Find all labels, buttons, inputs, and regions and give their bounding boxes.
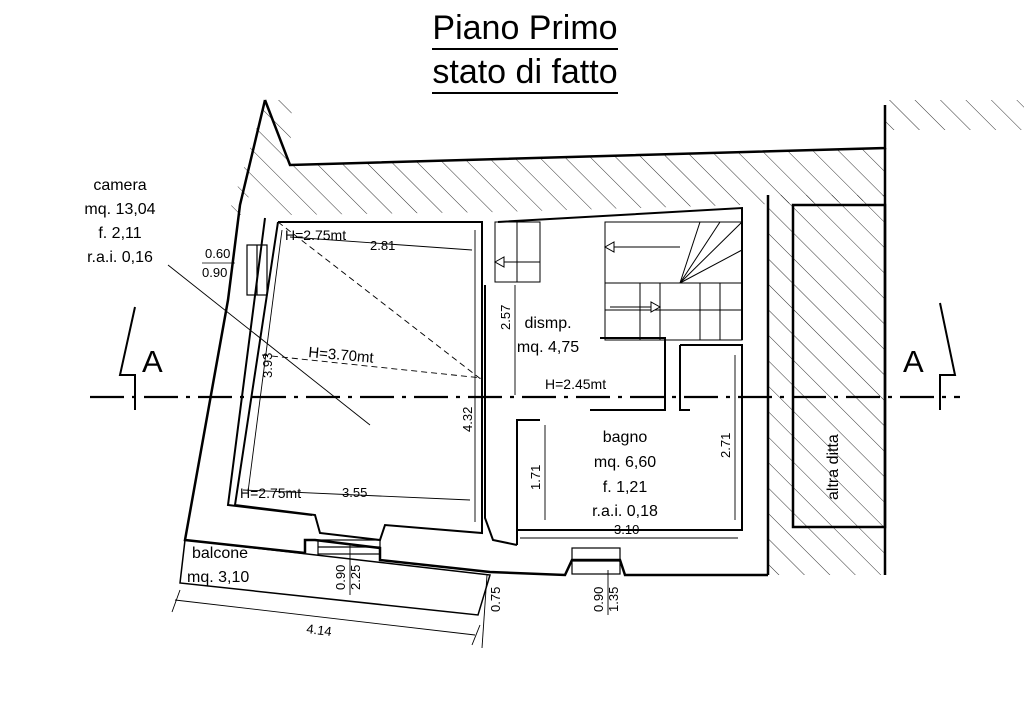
stair-diagonal — [679, 221, 701, 284]
camera-rai: r.a.i. 0,16 — [87, 249, 153, 266]
section-arrow-right — [939, 302, 957, 410]
stair-diagonal — [679, 221, 743, 284]
partition-door-stub — [679, 345, 690, 411]
section-marker-left — [118, 306, 136, 410]
leader-camera — [167, 264, 371, 426]
height-labels: H=2.75mt H=3.70mt H=2.75mt H=2.45mt — [240, 227, 606, 501]
bagno-name: bagno — [603, 429, 648, 446]
camera-name: camera — [93, 177, 146, 194]
stair-arrow-2 — [603, 241, 615, 253]
altra-ditta-label: altra ditta — [825, 434, 842, 500]
dim-door-camera-h: 2.25 — [348, 565, 363, 590]
bagno-area: mq. 6,60 — [594, 454, 656, 471]
openings — [246, 244, 621, 575]
bagno-rai: r.a.i. 0,18 — [592, 503, 658, 520]
dim-camera-left: 3.93 — [260, 353, 275, 378]
partition-stair-right — [590, 337, 666, 411]
dim-camera-right: 4.32 — [460, 407, 475, 432]
dimension-labels: 2.81 3.93 4.32 3.55 0.60 0.90 2.57 1.71 … — [202, 238, 733, 639]
dim-balcone-tick-l — [171, 589, 181, 613]
height-corridor: H=2.45mt — [545, 376, 606, 392]
dim-line-2-81 — [289, 236, 473, 251]
balcone-name: balcone — [192, 545, 248, 562]
staircase — [493, 221, 743, 341]
section-line: A A — [90, 302, 960, 410]
camera-wall-thick-left — [226, 217, 313, 516]
section-label-right: A — [903, 344, 924, 379]
dim-line-3-93 — [247, 229, 283, 493]
height-camera-center: H=3.70mt — [308, 344, 376, 367]
hatch-top-wall — [250, 148, 885, 215]
disimpegno-name: dismp. — [524, 315, 571, 332]
outer-wall-top — [263, 99, 887, 167]
camera-h370-dashed — [261, 354, 483, 379]
camera-area: mq. 13,04 — [84, 201, 155, 218]
height-camera-bottom: H=2.75mt — [240, 485, 301, 501]
stair-diagonal — [679, 221, 721, 284]
dim-balcone-tick-r — [471, 624, 481, 646]
stair-arrow-1 — [493, 256, 505, 268]
dim-bagno-left: 1.71 — [528, 465, 543, 490]
partitions — [484, 285, 743, 546]
plan-title-text: Piano Primo — [432, 9, 618, 50]
dim-bagno-width: 3.10 — [614, 522, 639, 537]
stair-arrow-3 — [650, 301, 662, 313]
dim-bagno-right: 2.71 — [718, 433, 733, 458]
section-arrow-left — [118, 306, 136, 410]
partition-camera-disimpegno — [484, 285, 518, 546]
dim-camera-top: 2.81 — [370, 238, 395, 253]
plan-title: Piano Primo — [360, 8, 690, 50]
dimension-lines — [167, 221, 738, 649]
room-labels: camera mq. 13,04 f. 2,11 r.a.i. 0,16 dis… — [84, 177, 842, 586]
hatch-top-right-corner — [885, 100, 1024, 130]
dim-door-bagno-h: 1.35 — [606, 587, 621, 612]
dim-disimpegno: 2.57 — [498, 305, 513, 330]
balcone-area: mq. 3,10 — [187, 569, 249, 586]
disimpegno-area: mq. 4,75 — [517, 339, 579, 356]
stair-diagonal — [679, 249, 743, 284]
hatched-areas — [228, 100, 1024, 575]
balcone-outline — [179, 539, 491, 616]
dim-window-bottom: 0.90 — [202, 265, 227, 280]
dim-camera-bottom: 3.55 — [342, 485, 367, 500]
dim-balcone-length: 4.14 — [306, 621, 333, 639]
section-label-left: A — [142, 344, 163, 379]
hatch-right-area — [768, 195, 885, 575]
stair-landing — [604, 221, 743, 341]
bagno-f: f. 1,21 — [603, 479, 648, 496]
altra-ditta-room — [791, 203, 887, 529]
dim-door-bagno-w: 0.90 — [591, 587, 606, 612]
camera-f: f. 2,11 — [98, 225, 141, 242]
partition-bagno-left — [516, 419, 540, 545]
outer-wall-bottom — [303, 538, 768, 577]
dim-balcone-length — [174, 599, 476, 636]
plan-subtitle: stato di fatto — [360, 52, 690, 94]
height-camera-top: H=2.75mt — [285, 227, 346, 243]
dim-balcone-depth: 0.75 — [488, 587, 503, 612]
plan-subtitle-text: stato di fatto — [432, 53, 618, 94]
dim-door-camera-w: 0.90 — [333, 565, 348, 590]
camera-diagonal-dashed — [277, 221, 483, 381]
section-marker-right — [939, 302, 957, 410]
dim-window-top: 0.60 — [205, 246, 230, 261]
dim-line-3-55 — [242, 489, 471, 501]
